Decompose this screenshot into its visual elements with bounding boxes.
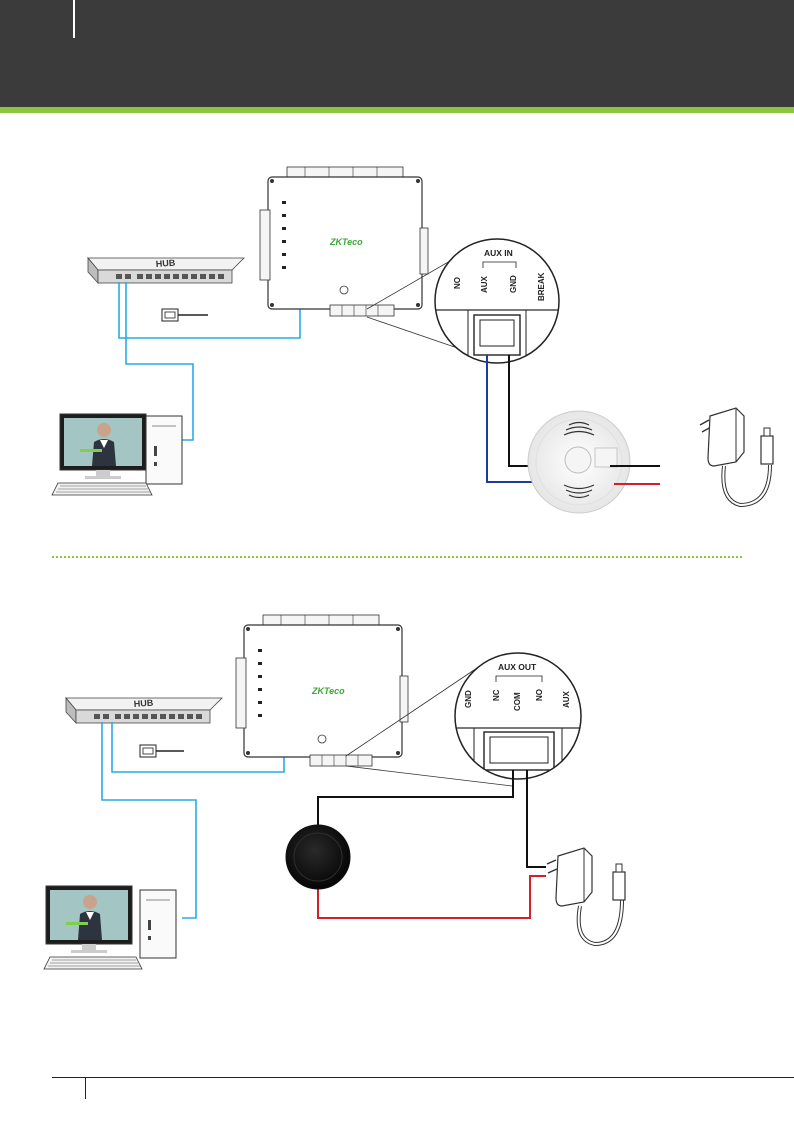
terminal-label-aux: AUX (562, 690, 571, 708)
diagram-1-aux-in: HUB (52, 167, 773, 513)
power-adapter-icon (547, 848, 625, 944)
desktop-computer-icon (44, 886, 176, 969)
power-adapter-icon (700, 408, 773, 505)
terminal-label-no: NO (453, 277, 462, 289)
rj45-plug-icon (162, 309, 208, 321)
terminal-label-gnd: GND (509, 275, 518, 293)
diagram-2-aux-out: HUB (44, 615, 625, 969)
wire-black-no (527, 770, 546, 867)
terminal-zoom-view (430, 239, 570, 370)
terminal-label-break: BREAK (537, 272, 546, 301)
terminal-label-gnd: GND (464, 690, 473, 708)
hub-label: HUB (155, 258, 176, 269)
desktop-computer-icon (52, 414, 182, 495)
smoke-detector-icon (528, 411, 630, 513)
terminal-group-label: AUX OUT (498, 662, 537, 672)
hub-label: HUB (133, 698, 154, 709)
wire-red (318, 876, 546, 918)
terminal-label-aux: AUX (480, 275, 489, 293)
terminal-label-no: NO (535, 689, 544, 701)
rj45-plug-icon (140, 745, 184, 757)
terminal-label-nc: NC (492, 689, 501, 701)
terminal-group-label: AUX IN (484, 248, 513, 258)
terminal-label-com: COM (513, 692, 522, 711)
exit-button-icon (286, 825, 350, 889)
controller-logo: ZKTeco (329, 237, 363, 247)
wire-black-com (318, 770, 513, 826)
terminal-zoom-view (450, 653, 590, 790)
controller-logo: ZKTeco (311, 686, 345, 696)
